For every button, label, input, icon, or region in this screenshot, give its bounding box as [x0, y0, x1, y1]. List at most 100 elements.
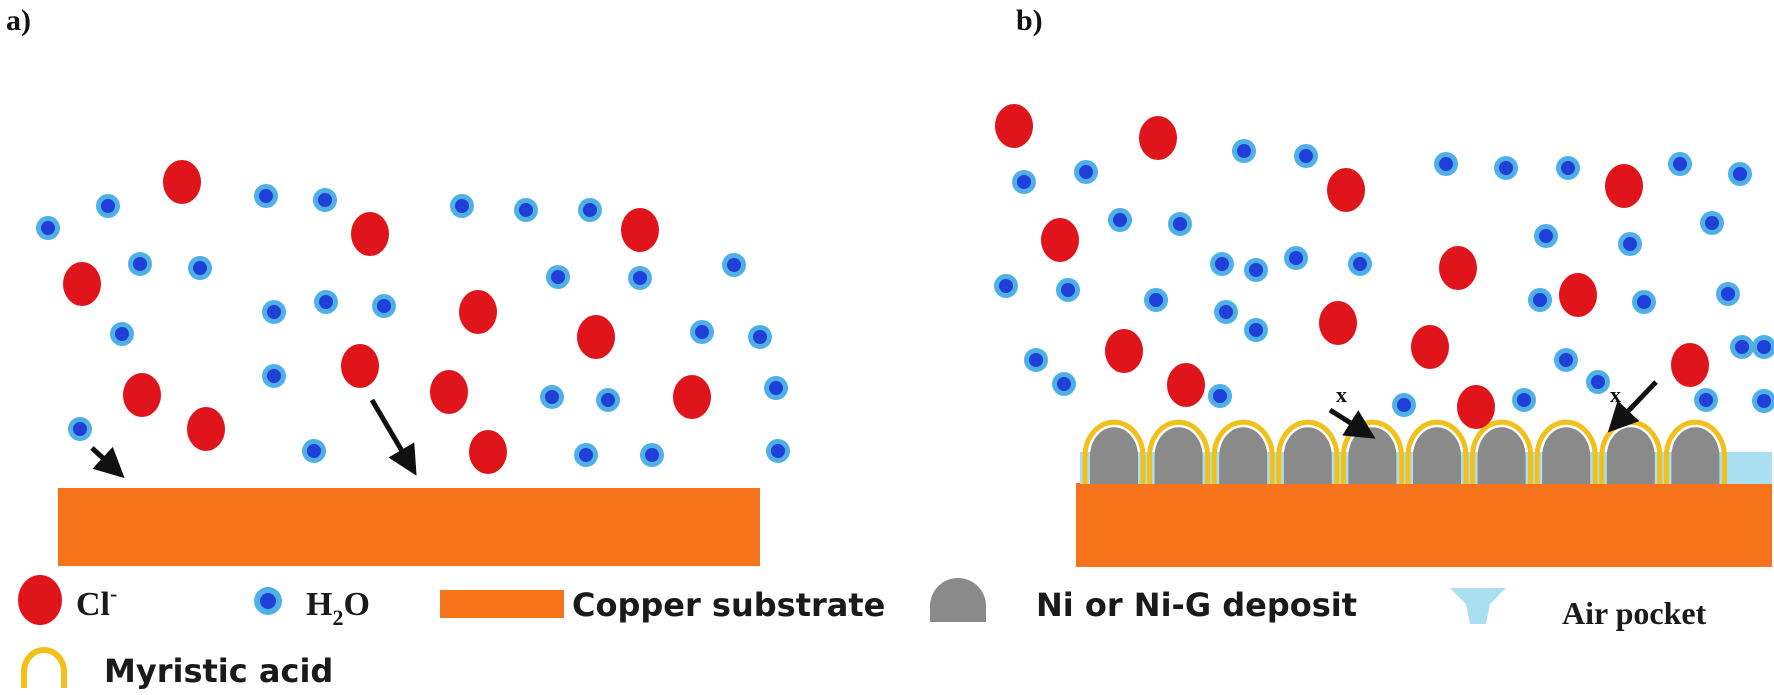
water-molecule-b31-core	[1517, 393, 1531, 407]
myristic-acid-cap-3	[1276, 419, 1340, 484]
attack-arrow-a2	[369, 398, 417, 476]
water-molecule-b25-core	[1533, 293, 1547, 307]
water-molecule-b20	[1144, 288, 1168, 312]
water-molecule-a15-core	[753, 330, 767, 344]
air-pocket-legend-label: Air pocket	[1562, 595, 1707, 631]
chloride-legend-label: Cl-	[76, 581, 117, 623]
water-legend-label: H2O	[306, 586, 370, 630]
water-molecule-b27	[1716, 282, 1740, 306]
water-molecule-a14-core	[695, 325, 709, 339]
water-molecule-b22	[1024, 348, 1048, 372]
water-molecule-b28	[1730, 335, 1754, 359]
water-molecule-a1	[96, 194, 120, 218]
water-molecule-b6-core	[1561, 161, 1575, 175]
water-molecule-b26	[1632, 290, 1656, 314]
water-molecule-b33	[1694, 388, 1718, 412]
water-molecule-a8-core	[193, 261, 207, 275]
chloride-ion-b11	[1671, 343, 1709, 387]
chloride-ion-b7	[1105, 329, 1143, 373]
water-molecule-a12-core	[377, 299, 391, 313]
water-molecule-a5	[514, 198, 538, 222]
water-molecule-b4	[1434, 152, 1458, 176]
water-molecule-a10-core	[267, 305, 281, 319]
water-molecule-b3	[1294, 144, 1318, 168]
water-molecule-a3	[313, 188, 337, 212]
panel-a-particles	[36, 160, 790, 474]
water-molecule-b22-core	[1029, 353, 1043, 367]
water-molecule-a20-core	[73, 422, 87, 436]
chloride-ion-b1	[1139, 116, 1177, 160]
water-molecule-b14-core	[999, 279, 1013, 293]
ni-deposit-5	[1413, 427, 1461, 484]
ni-deposit-9	[1671, 427, 1720, 484]
water-molecule-b20-core	[1149, 293, 1163, 307]
water-molecule-a13	[110, 322, 134, 346]
chloride-ion-a11	[621, 208, 659, 252]
water-molecule-b31	[1512, 388, 1536, 412]
water-molecule-b13	[1618, 232, 1642, 256]
water-molecule-a19	[764, 376, 788, 400]
water-molecule-b2-core	[1237, 144, 1251, 158]
water-molecule-a16	[262, 364, 286, 388]
water-molecule-b17-core	[1249, 263, 1263, 277]
myristic-acid-cap-1	[1147, 419, 1211, 484]
attack-arrow-a1	[90, 446, 125, 479]
water-molecule-b1	[1074, 160, 1098, 184]
water-molecule-a17-core	[545, 390, 559, 404]
water-molecule-b21-core	[1219, 305, 1233, 319]
water-molecule-b36	[1752, 335, 1774, 359]
water-molecule-b34	[1752, 389, 1774, 413]
water-molecule-b8-core	[1733, 167, 1747, 181]
water-molecule-a18	[596, 388, 620, 412]
chloride-ion-a5	[123, 373, 161, 417]
water-molecule-b24	[1244, 318, 1268, 342]
water-molecule-a9	[722, 253, 746, 277]
water-molecule-b7	[1668, 152, 1692, 176]
water-molecule-a8	[188, 256, 212, 280]
ni-deposit-7	[1542, 427, 1591, 484]
chloride-ion-b4	[1041, 218, 1079, 262]
water-molecule-b5-core	[1499, 161, 1513, 175]
water-molecule-a17	[540, 385, 564, 409]
ni-deposit-2	[1219, 427, 1268, 484]
chloride-ion-a1	[351, 212, 389, 256]
water-molecule-a10	[262, 300, 286, 324]
water-molecule-a13-core	[115, 327, 129, 341]
chloride-ion-b12	[1457, 385, 1495, 429]
water-molecule-a26	[628, 266, 652, 290]
water-molecule-b9	[1108, 208, 1132, 232]
water-molecule-a26-core	[633, 271, 647, 285]
water-molecule-a15	[748, 325, 772, 349]
myristic-acid-cap-7	[1534, 419, 1598, 484]
water-molecule-b16	[1210, 252, 1234, 276]
water-molecule-a6-core	[583, 203, 597, 217]
deposit-legend-label: Ni or Ni-G deposit	[1036, 586, 1357, 624]
water-molecule-b5	[1494, 156, 1518, 180]
water-legend-sub: 2	[332, 605, 343, 630]
myristic-acid-cap-0	[1082, 419, 1146, 484]
water-molecule-b36-core	[1757, 340, 1771, 354]
ni-deposit-3	[1283, 427, 1332, 484]
water-molecule-b9-core	[1113, 213, 1127, 227]
water-molecule-b29	[1554, 348, 1578, 372]
water-molecule-a2-core	[259, 189, 273, 203]
ni-deposit-0	[1090, 427, 1138, 484]
air-pocket-legend-icon	[1450, 588, 1506, 624]
myristic-acid-cap-6	[1470, 419, 1534, 484]
water-molecule-b23	[1052, 372, 1076, 396]
copper-legend-label: Copper substrate	[572, 586, 885, 624]
myristic-acid-cap-5	[1405, 419, 1469, 484]
water-molecule-b23-core	[1057, 377, 1071, 391]
water-molecule-a6	[578, 198, 602, 222]
barrier-mark-right: x	[1610, 382, 1621, 407]
water-molecule-b3-core	[1299, 149, 1313, 163]
copper-legend-icon	[440, 590, 564, 618]
water-molecule-a21-core	[307, 444, 321, 458]
ni-deposit-1	[1154, 427, 1203, 484]
water-legend-icon	[260, 593, 276, 609]
water-molecule-a18-core	[601, 393, 615, 407]
chloride-ion-b0	[995, 104, 1033, 148]
water-molecule-a0-core	[41, 221, 55, 235]
chloride-ion-b9	[1411, 325, 1449, 369]
